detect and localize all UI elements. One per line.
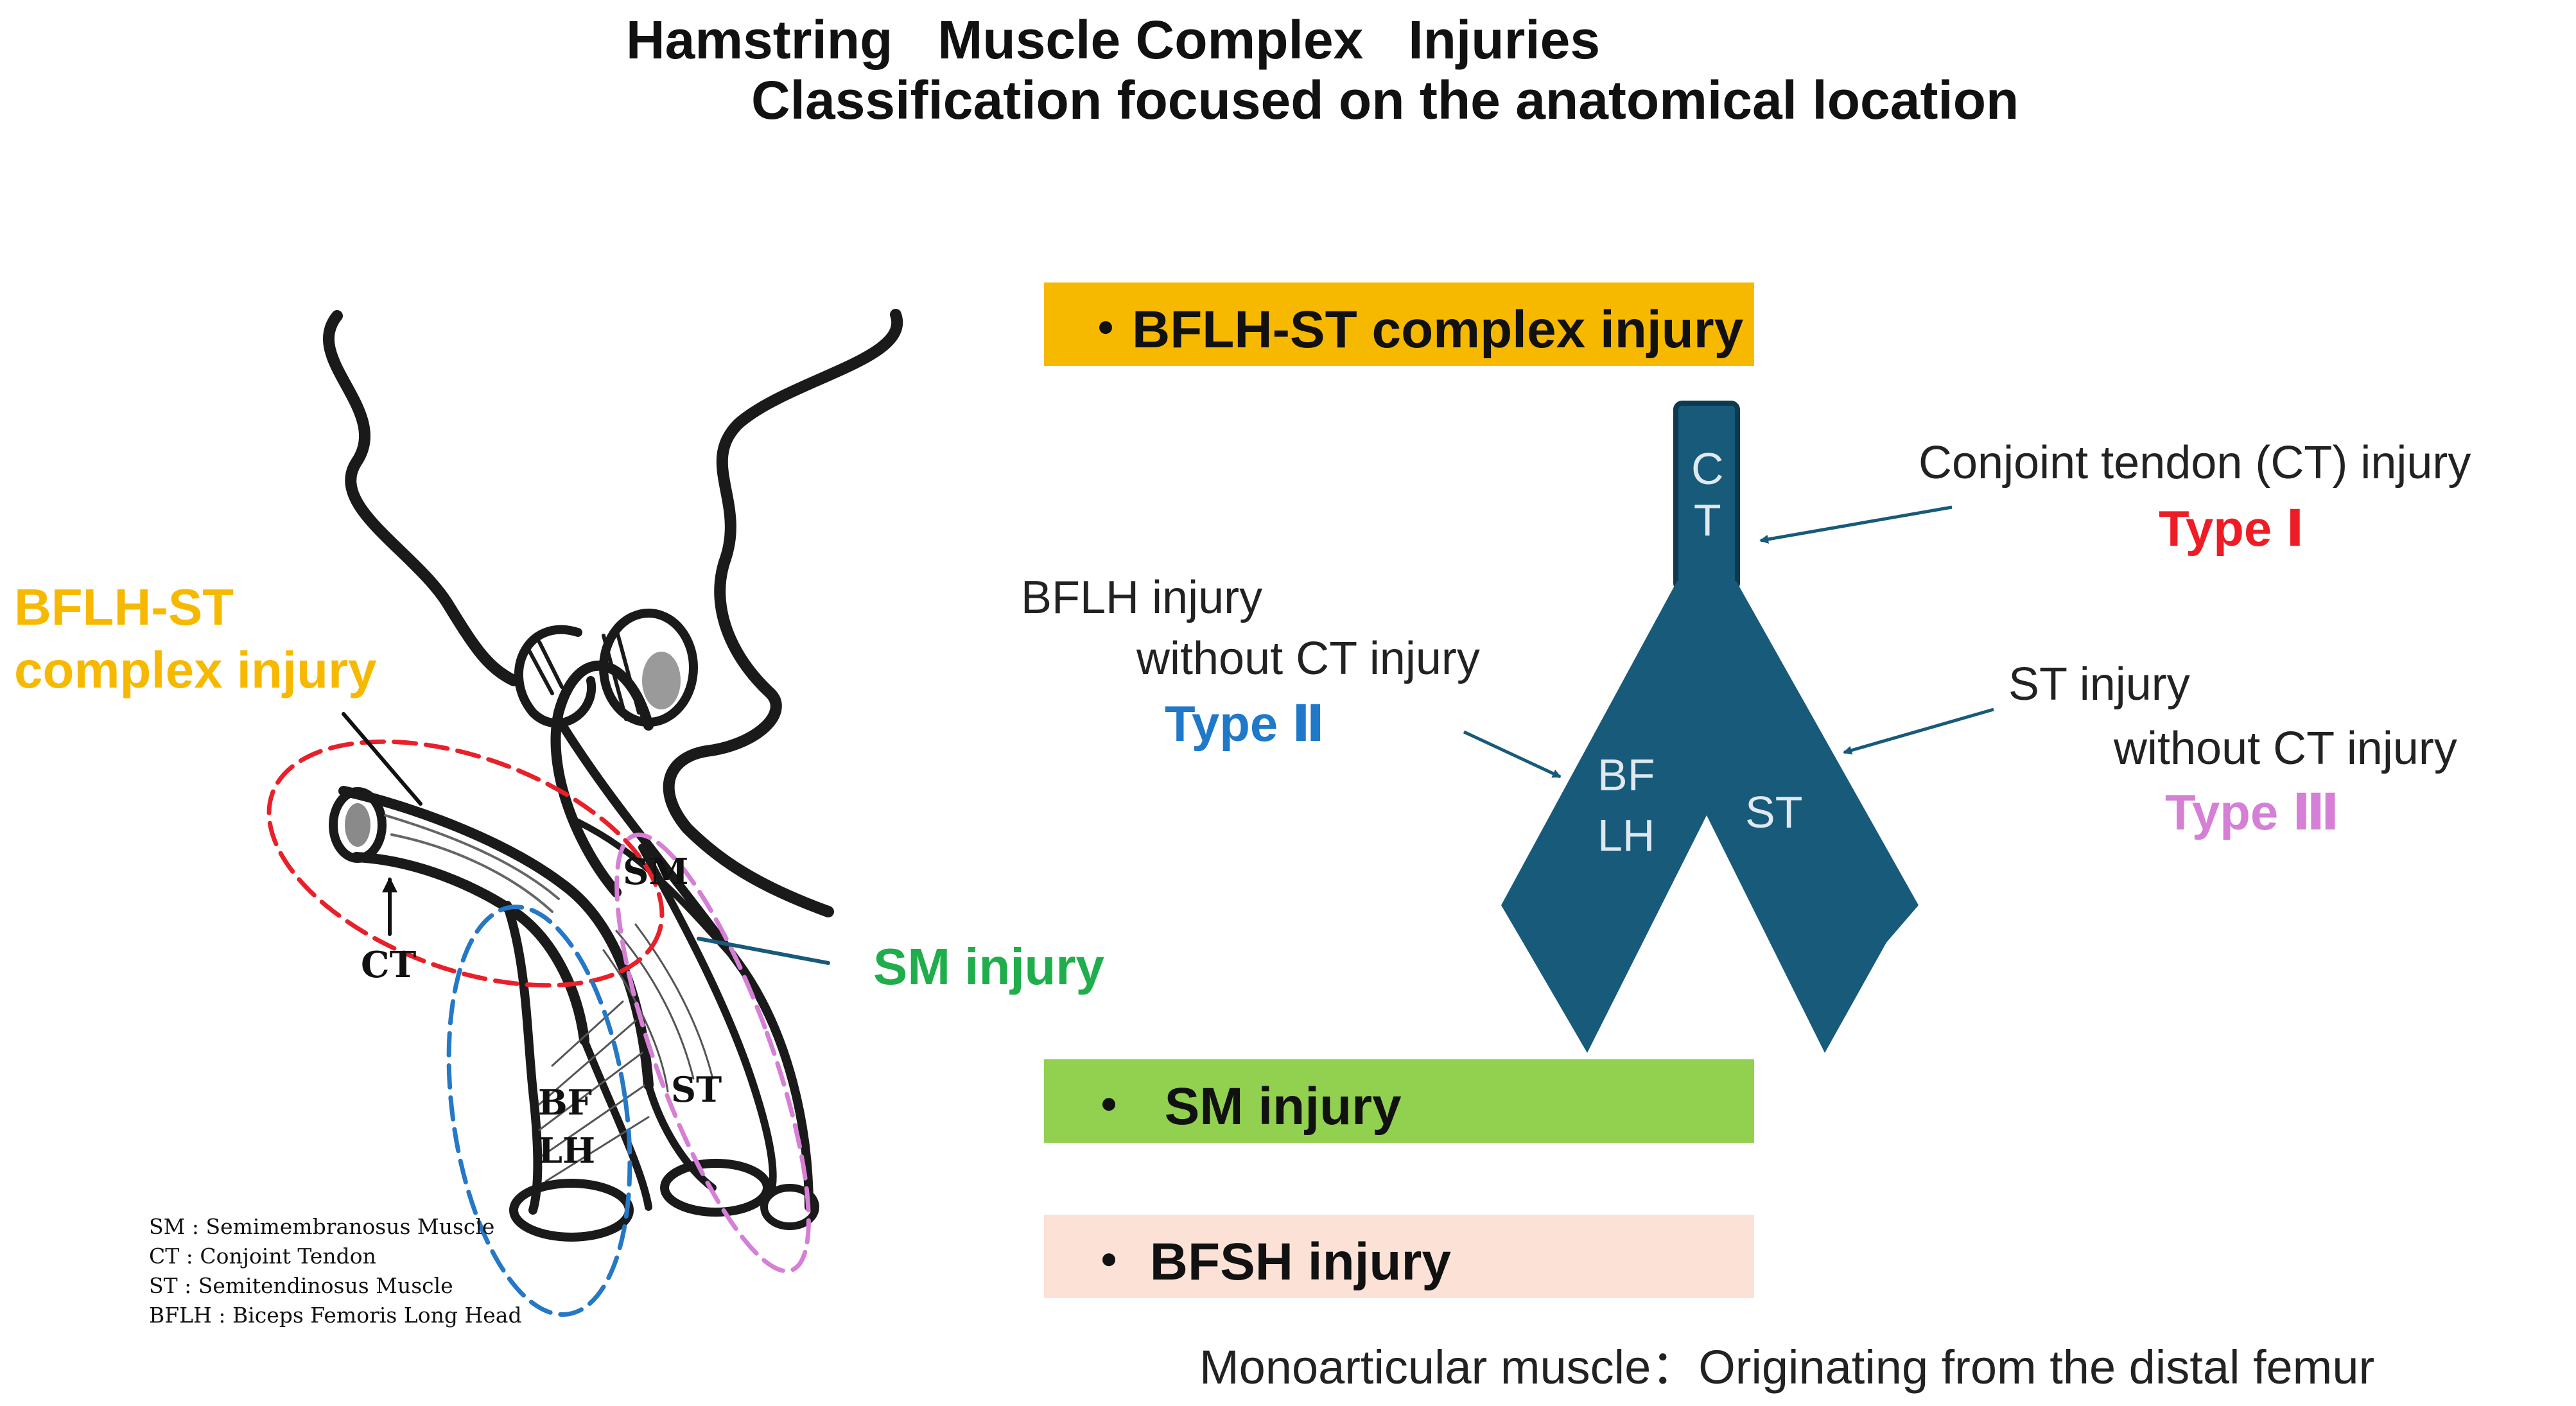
sm-injury-pointer-line [697, 937, 830, 965]
anatomy-sketch [266, 309, 903, 1317]
type3-description-line-2: without CT injury [2114, 723, 2457, 774]
category-bflh-st-complex-injury: ・BFLH-ST complex injury [1044, 282, 1754, 366]
type1-label: Type Ⅰ [2159, 500, 2304, 557]
category-bfsh-injury: ・ BFSH injury [1044, 1215, 1754, 1298]
st-distal-end [660, 1159, 772, 1217]
schematic-ct-label: C T [1691, 443, 1724, 546]
region-st [614, 832, 811, 1274]
schematic-bflh-label: BF LH [1597, 745, 1655, 865]
region-bflh [446, 905, 632, 1317]
legend-item: BFLH : Biceps Femoris Long Head [149, 1303, 522, 1328]
legend-item: SM : Semimembranosus Muscle [149, 1214, 495, 1239]
type2-description-line-2: without CT injury [1136, 633, 1480, 684]
schematic-y [1463, 401, 1994, 1053]
title-line-2: Classification focused on the anatomical… [751, 70, 2019, 130]
anatomy-lh-text: LH [538, 1130, 595, 1171]
type1-arrow [1759, 505, 1953, 544]
pelvis-outline-right [663, 309, 903, 917]
schematic-bf-text: BF [1597, 750, 1655, 800]
schematic-st-label: ST [1745, 787, 1803, 837]
category-label: ・ SM injury [1083, 1077, 1402, 1136]
legend-item: CT : Conjoint Tendon [149, 1244, 376, 1269]
bflh-muscle-outline [503, 901, 543, 1215]
footer-note: Monoarticular muscle：Originating from th… [1199, 1341, 2375, 1394]
type3-label: Type Ⅲ [2165, 784, 2340, 840]
schematic-ct-letter-c: C [1691, 444, 1724, 494]
type2-arrow [1463, 730, 1562, 779]
type3-description-line-1: ST injury [2008, 659, 2190, 710]
legend-item: ST : Semitendinosus Muscle [149, 1273, 453, 1298]
femoral-head-ring [599, 609, 698, 727]
type3-arrow [1843, 707, 1994, 755]
anatomy-st-text: ST [671, 1069, 722, 1110]
type2-label: Type Ⅱ [1165, 695, 1325, 752]
abbreviation-legend: SM : Semimembranosus Muscle CT : Conjoin… [149, 1212, 522, 1330]
schematic-ct-letter-t: T [1693, 495, 1721, 545]
title-line-1: Hamstring Muscle Complex Injuries [626, 10, 1601, 70]
pelvis-outline-left [323, 310, 519, 686]
anatomy-bflh-st-label-line-1: BFLH-ST [14, 578, 234, 636]
anatomy-sm-text: SM [623, 851, 689, 893]
type1-description: Conjoint tendon (CT) injury [1919, 437, 2471, 489]
bflh-st-pointer-line [342, 712, 422, 806]
anatomy-sm-injury-label: SM injury [873, 938, 1105, 995]
st-muscle-outline [638, 844, 777, 1198]
region-bflh-st-complex [266, 739, 665, 988]
ischium-curve [550, 660, 654, 898]
anatomy-bflh-st-label-line-2: complex injury [14, 641, 377, 699]
obturator-ring [514, 625, 596, 728]
category-sm-injury: ・ SM injury [1044, 1059, 1754, 1143]
schematic-bflh-st-body [1501, 581, 1919, 1053]
category-label: ・BFLH-ST complex injury [1079, 300, 1744, 359]
type2-description-line-1: BFLH injury [1021, 572, 1263, 623]
sm-distal-end [760, 1184, 819, 1230]
anatomy-ct-text: CT [361, 944, 417, 986]
anatomy-bf-text: BF [538, 1082, 592, 1123]
schematic-lh-text: LH [1597, 810, 1655, 860]
category-label: ・ BFSH injury [1083, 1232, 1452, 1291]
